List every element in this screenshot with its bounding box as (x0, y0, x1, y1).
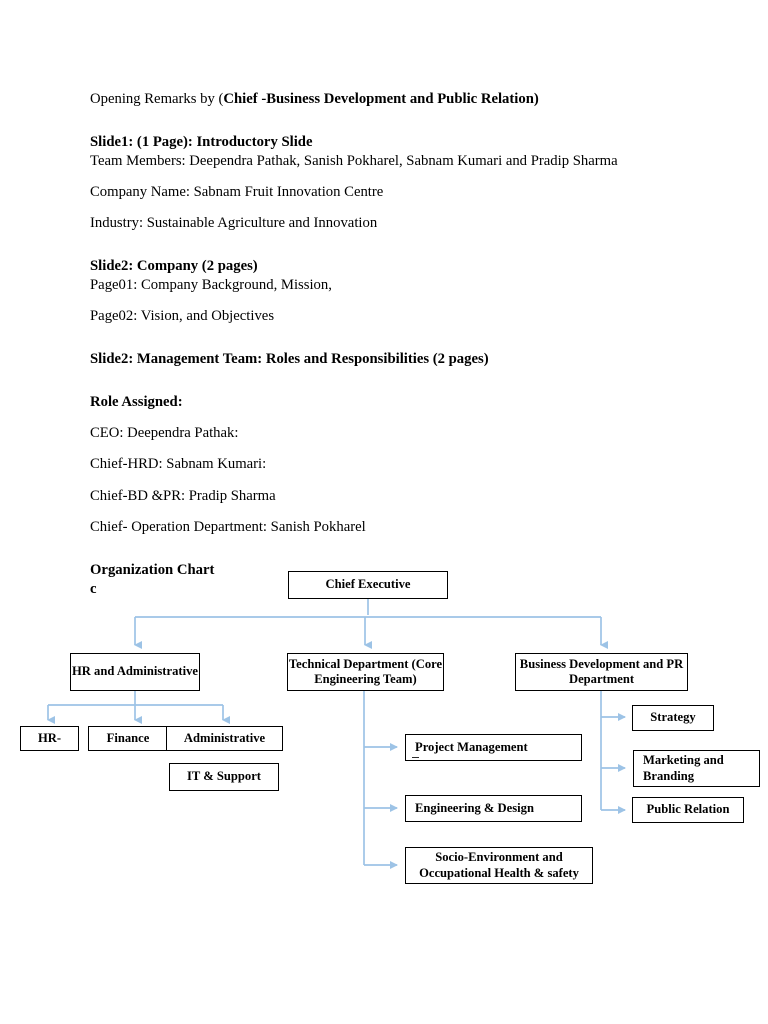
org-node-finance-label: Finance (106, 730, 150, 745)
org-node-marketing-and-branding[interactable]: Marketing and Branding (633, 750, 760, 787)
opening-remarks-paragraph: Opening Remarks by (Chief -Business Deve… (90, 90, 690, 109)
role-item-ceo: CEO: Deependra Pathak: (90, 425, 239, 442)
organization-chart-heading: Organization Chart (90, 561, 215, 578)
org-node-business-development-and-pr-department-label: Business Development and PR Department (519, 656, 684, 686)
document-text-block: Opening Remarks by (Chief -Business Deve… (90, 90, 690, 599)
role-item-chief-bd-pr: Chief-BD &PR: Pradip Sharma (90, 487, 276, 504)
org-node-public-relation[interactable]: Public Relation (632, 797, 744, 823)
org-node-finance[interactable]: Finance (88, 726, 168, 751)
opening-remarks-prefix: Opening Remarks by ( (90, 91, 224, 107)
org-node-business-development-and-pr-department[interactable]: Business Development and PR Department (515, 653, 688, 691)
org-node-strategy-label: Strategy (650, 710, 696, 725)
org-node-chief-executive[interactable]: Chief Executive (288, 571, 448, 599)
org-node-project-management[interactable]: Project Management (405, 734, 582, 761)
org-node-socio-environment[interactable]: Socio-Environment and Occupational Healt… (405, 847, 593, 884)
project-management-underline-artifact (412, 757, 419, 759)
slide2-company-page01: Page01: Company Background, Mission, (90, 276, 332, 293)
organization-chart-stray-char: c (90, 580, 97, 597)
slide2-company-heading: Slide2: Company (2 pages) (90, 258, 258, 275)
slide1-industry: Industry: Sustainable Agriculture and In… (90, 215, 378, 232)
org-node-it-and-support-label: IT & Support (187, 769, 261, 784)
opening-remarks-bold: Chief -Business Development and Public R… (223, 91, 539, 107)
slide1-team-members: Team Members: Deependra Pathak, Sanish P… (90, 152, 618, 169)
slide2-management-heading: Slide2: Management Team: Roles and Respo… (90, 351, 489, 367)
role-assigned-heading: Role Assigned: (90, 393, 183, 410)
org-node-hr-label: HR- (37, 730, 62, 745)
org-node-hr-and-administrative[interactable]: HR and Administrative (70, 653, 200, 691)
org-node-public-relation-label: Public Relation (646, 802, 730, 817)
org-node-it-and-support[interactable]: IT & Support (169, 763, 279, 791)
org-node-technical-department-label: Technical Department (Core Engineering T… (288, 656, 443, 686)
org-node-technical-department[interactable]: Technical Department (Core Engineering T… (287, 653, 444, 691)
slide1-company-name: Company Name: Sabnam Fruit Innovation Ce… (90, 183, 384, 200)
org-node-chief-executive-label: Chief Executive (325, 577, 411, 592)
slide2-company-page02: Page02: Vision, and Objectives (90, 308, 275, 325)
slide1-heading: Slide1: (1 Page): Introductory Slide (90, 133, 313, 150)
org-node-marketing-and-branding-label: Marketing and Branding (643, 753, 724, 783)
org-node-engineering-and-design[interactable]: Engineering & Design (405, 795, 582, 822)
org-node-project-management-label: Project Management (415, 739, 528, 754)
role-item-chief-hrd: Chief-HRD: Sabnam Kumari: (90, 456, 267, 473)
org-node-strategy[interactable]: Strategy (632, 705, 714, 731)
role-item-chief-operation: Chief- Operation Department: Sanish Pokh… (90, 519, 366, 536)
org-node-hr-and-administrative-label: HR and Administrative (72, 664, 198, 679)
org-node-engineering-and-design-label: Engineering & Design (415, 800, 534, 815)
org-node-hr[interactable]: HR- (20, 726, 79, 751)
org-node-socio-environment-label: Socio-Environment and Occupational Healt… (419, 850, 579, 880)
org-node-administrative-label: Administrative (183, 730, 266, 745)
org-node-administrative[interactable]: Administrative (166, 726, 283, 751)
